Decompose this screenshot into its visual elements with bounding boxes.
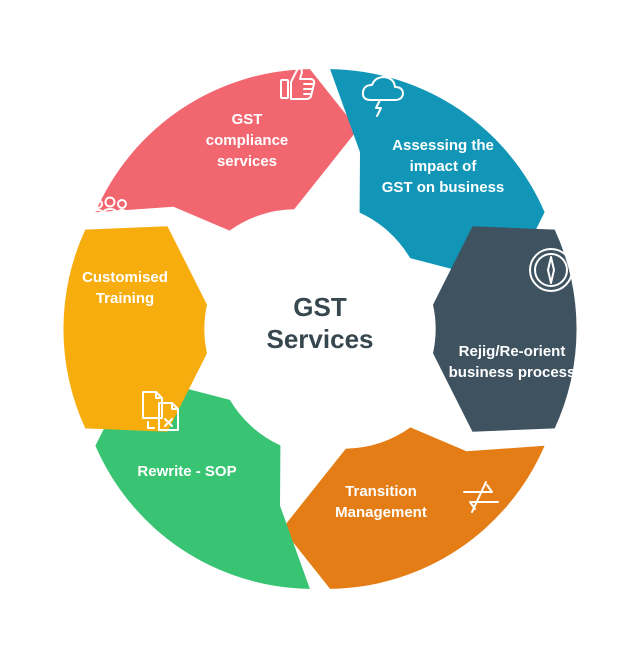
group-icon [90, 196, 130, 221]
documents-icon [142, 391, 179, 431]
label-training: Customised Training [82, 269, 168, 307]
segment-gst-compliance [95, 69, 358, 231]
label-transition-line-1: Transition [345, 483, 417, 500]
label-rejig-line-1: Rejig/Re-orient [459, 343, 566, 360]
center-title-line-2: Services [267, 324, 374, 354]
label-gst-compliance-line-2: compliance [206, 132, 289, 149]
label-assessing-impact: Assessing the impact of GST on business [382, 137, 505, 196]
label-training-line-1: Customised [82, 269, 168, 286]
segment-rejig [433, 226, 577, 432]
label-assessing-impact-line-2: impact of [410, 158, 478, 175]
label-training-line-2: Training [96, 290, 154, 307]
label-rewrite-sop: Rewrite - SOP [137, 463, 236, 480]
center-circle [208, 217, 432, 441]
label-rewrite-sop-line-1: Rewrite - SOP [137, 463, 236, 480]
segment-transition [282, 427, 545, 589]
segment-training [63, 226, 207, 432]
label-gst-compliance-line-1: GST [232, 111, 263, 128]
label-transition: Transition Management [335, 483, 427, 521]
center-title-line-1: GST [293, 292, 347, 322]
label-rejig-line-2: business process [449, 364, 576, 381]
label-assessing-impact-line-1: Assessing the [392, 137, 494, 154]
label-gst-compliance: GST compliance services [206, 111, 289, 170]
label-rejig: Rejig/Re-orient business process [449, 343, 576, 381]
cloud-lightning-icon [361, 76, 404, 117]
thumbs-up-icon [280, 67, 316, 100]
label-assessing-impact-line-3: GST on business [382, 179, 505, 196]
label-transition-line-2: Management [335, 504, 427, 521]
label-gst-compliance-line-3: services [217, 153, 277, 170]
compass-icon [529, 248, 573, 292]
swap-arrows-icon [463, 481, 499, 513]
